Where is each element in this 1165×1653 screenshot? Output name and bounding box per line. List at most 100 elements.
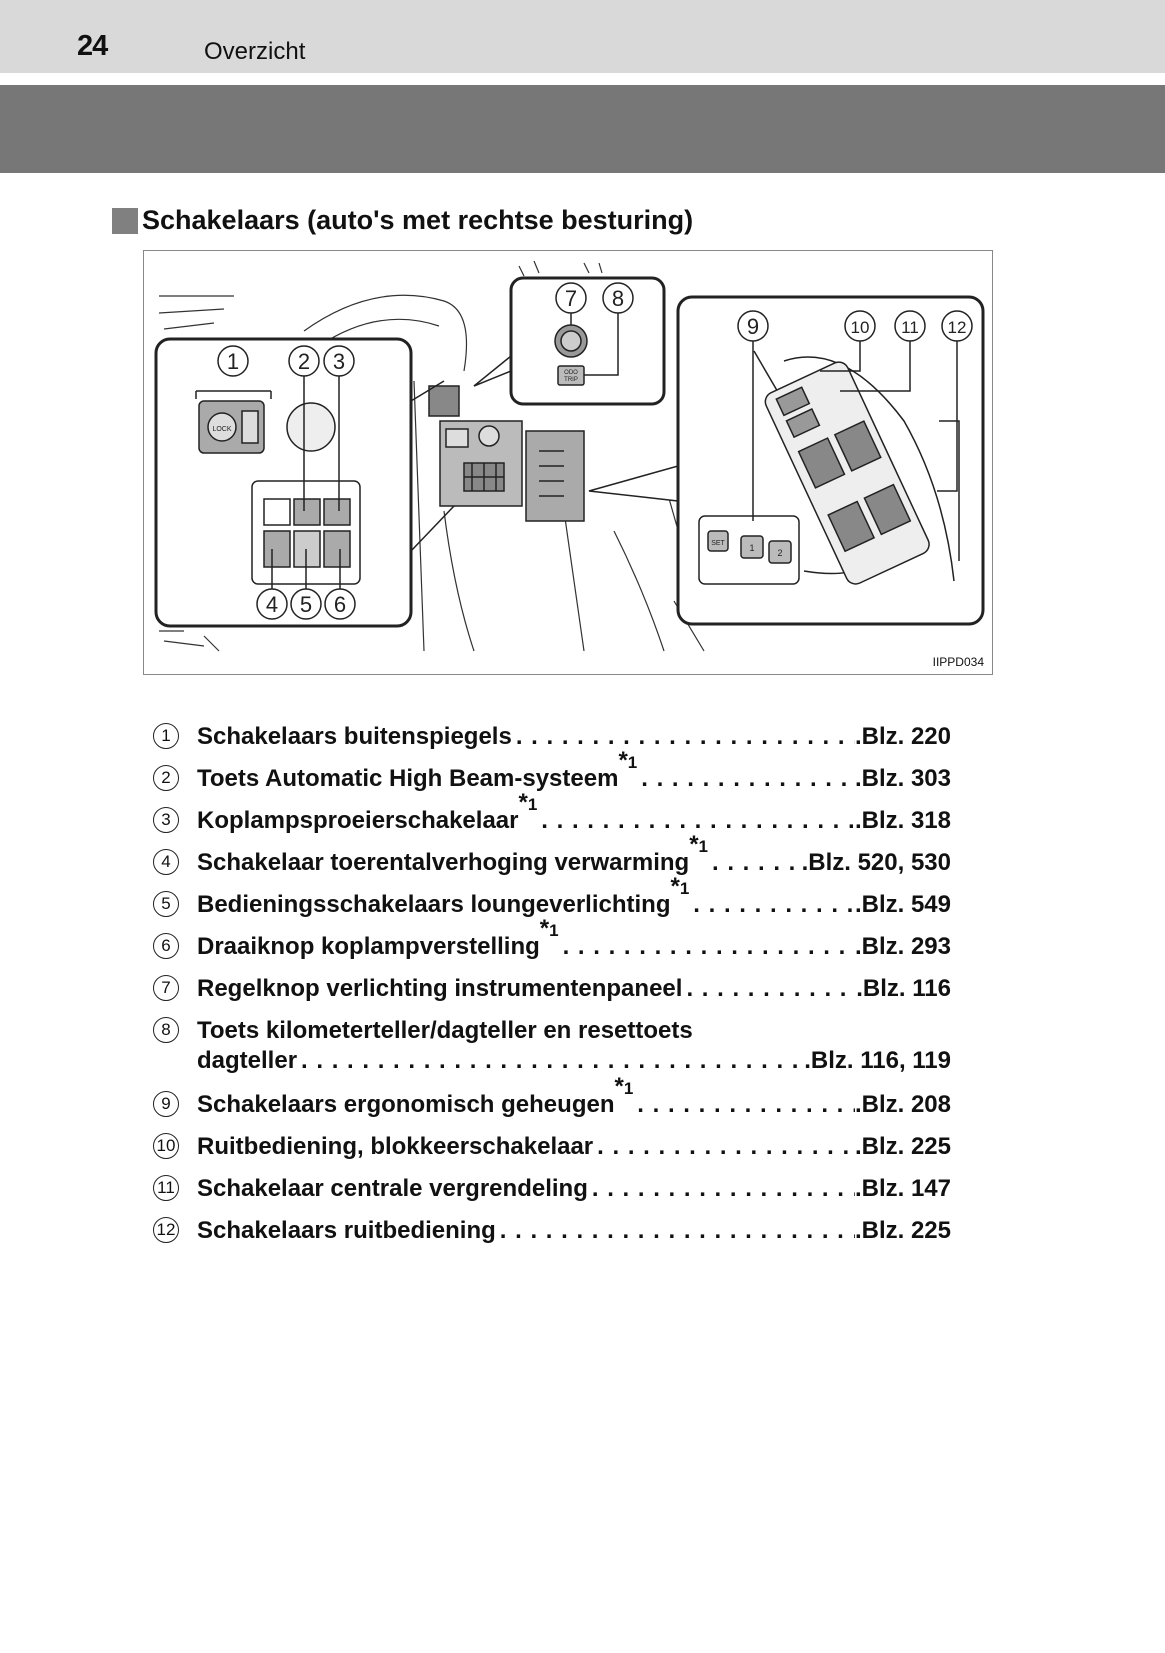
list-item: 9 Schakelaars ergonomisch geheugen*1.Blz.… xyxy=(150,1073,1000,1132)
dot-leader xyxy=(637,764,855,794)
svg-text:1: 1 xyxy=(227,349,239,374)
item-number-circle: 7 xyxy=(153,975,179,1001)
item-label: Bedieningsschakelaars loungeverlichting xyxy=(197,891,671,918)
section-heading: Schakelaars (auto's met rechtse besturin… xyxy=(112,205,693,236)
item-content: Schakelaars ruitbediening .Blz. 225 xyxy=(197,1216,951,1246)
mem1-label: 1 xyxy=(749,543,754,553)
mem2-label: 2 xyxy=(777,548,782,558)
set-label: SET xyxy=(711,540,725,547)
svg-text:5: 5 xyxy=(300,592,312,617)
heading-text: Schakelaars (auto's met rechtse besturin… xyxy=(142,205,694,235)
item-label: Regelknop verlichting instrumentenpaneel xyxy=(197,975,683,1002)
item-content: Toets kilometerteller/dagteller en reset… xyxy=(197,1016,951,1076)
dot-leader xyxy=(496,1216,855,1246)
footnote-marker: *1 xyxy=(518,789,538,816)
list-item: 4 Schakelaar toerentalverhoging verwarmin… xyxy=(150,831,1000,890)
footnote-marker: *1 xyxy=(689,831,708,858)
dot-leader xyxy=(593,1132,855,1162)
item-number-circle: 3 xyxy=(153,807,179,833)
page-reference: .Blz. 225 xyxy=(854,1133,951,1160)
illustration-drawing: LOCK ODO TRIP xyxy=(154,260,985,652)
item-number-circle: 8 xyxy=(153,1017,179,1043)
dot-leader xyxy=(708,848,802,878)
callout-4: 4 xyxy=(256,588,288,620)
svg-text:11: 11 xyxy=(901,318,919,337)
svg-text:3: 3 xyxy=(333,349,345,374)
page-reference: .Blz. 116 xyxy=(856,975,951,1002)
page-reference: .Blz. 225 xyxy=(854,1217,951,1244)
footnote-marker: *1 xyxy=(539,915,559,942)
dot-leader xyxy=(682,974,856,1004)
page-reference: .Blz. 147 xyxy=(854,1175,951,1202)
chapter-band xyxy=(0,85,1165,173)
dot-leader xyxy=(588,1174,855,1204)
footnote-number: 1 xyxy=(527,795,538,814)
item-label: Ruitbediening, blokkeerschakelaar xyxy=(197,1133,594,1160)
section-title: Overzicht xyxy=(204,38,306,65)
footnote-marker: *1 xyxy=(614,1073,634,1100)
item-content: Schakelaars ergonomisch geheugen*1.Blz. … xyxy=(197,1073,951,1120)
callout-11: 11 xyxy=(894,310,926,342)
item-number-circle: 12 xyxy=(153,1217,179,1243)
callout-numbers: 1 2 3 4 5 6 7 8 9 10 11 12 xyxy=(217,282,973,620)
page-reference: .Blz. 303 xyxy=(854,765,951,792)
page-reference: .Blz. 520, 530 xyxy=(801,849,951,876)
item-content: Schakelaars buitenspiegels .Blz. 220 xyxy=(197,722,951,752)
dot-leader xyxy=(512,722,855,752)
svg-text:10: 10 xyxy=(851,318,870,337)
callout-12: 12 xyxy=(941,310,973,342)
footnote-number: 1 xyxy=(679,879,690,898)
dot-leader xyxy=(633,1090,855,1120)
header-band xyxy=(0,0,1165,73)
svg-text:12: 12 xyxy=(948,318,967,337)
figure-code: IIPPD034 xyxy=(932,655,984,669)
footnote-number: 1 xyxy=(627,753,638,772)
item-number-circle: 6 xyxy=(153,933,179,959)
svg-text:4: 4 xyxy=(266,592,278,617)
callout-7: 7 xyxy=(555,282,587,314)
item-number-circle: 9 xyxy=(153,1091,179,1117)
dashboard-sketch xyxy=(158,260,705,652)
footnote-number: 1 xyxy=(623,1079,634,1098)
switches-illustration: LOCK ODO TRIP xyxy=(143,250,993,675)
footnote-number: 1 xyxy=(698,837,708,856)
item-label: Toets kilometerteller/dagteller en reset… xyxy=(197,1017,693,1044)
callout-8: 8 xyxy=(602,282,634,314)
callout-5: 5 xyxy=(290,588,322,620)
item-number-circle: 11 xyxy=(153,1175,179,1201)
item-number-circle: 10 xyxy=(153,1133,179,1159)
callout-10: 10 xyxy=(844,310,876,342)
callout-3: 3 xyxy=(323,345,355,377)
callout-2: 2 xyxy=(288,345,320,377)
svg-text:9: 9 xyxy=(747,314,759,339)
page-reference: .Blz. 220 xyxy=(854,723,951,750)
item-content: Koplampsproeierschakelaar*1.Blz. 318 xyxy=(197,789,951,836)
list-item: 8 Toets kilometerteller/dagteller en rese… xyxy=(150,1016,1000,1090)
page-reference: .Blz. 208 xyxy=(854,1091,951,1118)
item-label: Schakelaar toerentalverhoging verwarming xyxy=(197,849,690,876)
item-number-circle: 1 xyxy=(153,723,179,749)
item-label: Toets Automatic High Beam-systeem xyxy=(197,765,619,792)
callout-box-right: SET 1 2 xyxy=(588,295,985,626)
item-label: Draaiknop koplampverstelling xyxy=(197,933,540,960)
list-item: 12 Schakelaars ruitbediening .Blz. 225 xyxy=(150,1216,1000,1258)
footnote-marker: *1 xyxy=(670,873,690,900)
list-item: 1 Schakelaars buitenspiegels .Blz. 220 xyxy=(150,722,1000,764)
item-content: Ruitbediening, blokkeerschakelaar .Blz. 2… xyxy=(197,1132,951,1162)
lock-label: LOCK xyxy=(212,426,231,433)
item-content: Toets Automatic High Beam-systeem*1.Blz.… xyxy=(197,749,951,794)
heading-square-icon xyxy=(112,207,138,234)
svg-text:8: 8 xyxy=(612,286,624,311)
page-reference: .Blz. 293 xyxy=(854,933,951,960)
dot-leader xyxy=(689,890,855,920)
callout-1: 1 xyxy=(217,345,249,377)
dot-leader xyxy=(559,932,855,962)
item-label: Schakelaars ruitbediening xyxy=(197,1217,496,1244)
dot-leader xyxy=(297,1046,804,1076)
item-label: Schakelaar centrale vergrendeling xyxy=(197,1175,588,1202)
list-item: 3 Koplampsproeierschakelaar*1.Blz. 318 xyxy=(150,789,1000,848)
item-number-circle: 4 xyxy=(153,849,179,875)
item-label: Schakelaars buitenspiegels xyxy=(197,723,512,750)
list-item: 6 Draaiknop koplampverstelling*1 .Blz. 293 xyxy=(150,915,1000,974)
callout-box-left: LOCK xyxy=(154,337,455,628)
